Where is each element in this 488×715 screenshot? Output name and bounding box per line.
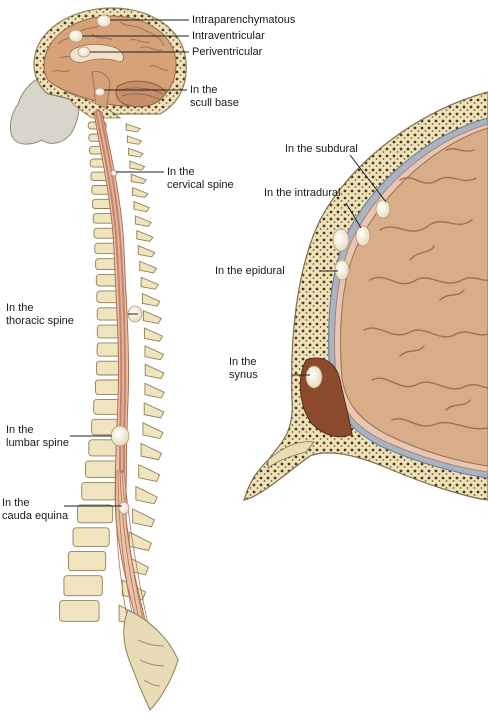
vertebral-body xyxy=(63,575,103,597)
spinous-process xyxy=(143,309,162,324)
lesion-intraventricular xyxy=(68,29,84,43)
label-thoracic-line2: thoracic spine xyxy=(6,315,74,327)
label-skull-base-line1: In the xyxy=(190,84,218,96)
spinous-process xyxy=(136,229,154,242)
lesion-epidural xyxy=(334,259,350,281)
label-synus-line1: In the xyxy=(229,356,257,368)
spinous-process xyxy=(132,508,156,528)
label-cauda-line1: In the xyxy=(2,497,30,509)
cranial-section xyxy=(243,91,488,501)
label-cervical: In the cervical spine xyxy=(167,166,234,192)
vertebral-body xyxy=(85,460,120,479)
label-thoracic: In the thoracic spine xyxy=(6,302,74,328)
vertebrae xyxy=(59,121,165,627)
spinous-process xyxy=(126,135,143,145)
spinal-column xyxy=(59,109,179,711)
lesion-cervical xyxy=(110,169,118,177)
label-synus: In the synus xyxy=(229,356,258,382)
lesion-lumbar xyxy=(110,425,130,447)
label-thoracic-line1: In the xyxy=(6,302,34,314)
vertebral-body xyxy=(81,482,117,501)
lesion-subdural xyxy=(375,199,391,219)
lesion-skull-base xyxy=(94,87,106,97)
lesion-cauda xyxy=(118,501,130,515)
label-cauda-line2: cauda equina xyxy=(2,510,69,522)
label-cervical-line2: cervical spine xyxy=(167,179,234,191)
label-lumbar-line2: lumbar spine xyxy=(6,437,69,449)
spinous-process xyxy=(143,327,164,342)
label-intradural: In the intradural xyxy=(264,187,341,199)
label-synus-line2: synus xyxy=(229,369,258,381)
spinous-process xyxy=(125,123,142,133)
skull-base xyxy=(65,91,122,119)
spinous-process xyxy=(142,422,164,440)
lesions-right xyxy=(305,199,391,389)
label-cauda: In the cauda equina xyxy=(2,497,68,523)
spinous-process xyxy=(130,173,147,185)
spinous-process xyxy=(141,293,161,307)
label-skull-base-line2: scull base xyxy=(190,97,239,109)
spinous-process xyxy=(135,485,158,505)
spinous-process xyxy=(138,463,161,482)
vertebral-body xyxy=(67,550,107,572)
vertebral-body xyxy=(77,504,114,524)
spinous-process xyxy=(140,276,159,290)
label-intraventricular: Intraventricular xyxy=(192,30,265,42)
vertebral-body xyxy=(72,527,110,547)
label-subdural: In the subdural xyxy=(285,143,358,155)
label-cervical-line1: In the xyxy=(167,166,195,178)
spinous-process xyxy=(137,245,156,258)
lesion-periventricular xyxy=(77,46,91,58)
spinous-process xyxy=(139,260,158,274)
spinous-process xyxy=(144,345,165,361)
spinous-process xyxy=(128,147,144,158)
spinous-process xyxy=(144,363,165,380)
label-lumbar: In the lumbar spine xyxy=(6,424,69,450)
sacrum xyxy=(123,609,179,711)
spinous-process xyxy=(134,215,152,227)
vertebral-body xyxy=(59,600,100,622)
lesion-synus xyxy=(305,365,323,389)
spinous-process xyxy=(129,160,146,171)
spinous-process xyxy=(132,187,149,198)
label-intraparenchymatous: Intraparenchymatous xyxy=(192,14,296,26)
lesion-intradural-2 xyxy=(332,228,350,252)
label-epidural: In the epidural xyxy=(215,265,285,277)
spinous-process xyxy=(140,442,163,461)
label-lumbar-line1: In the xyxy=(6,424,34,436)
spinous-process xyxy=(144,382,165,399)
label-periventricular: Periventricular xyxy=(192,46,263,58)
spinous-process xyxy=(133,200,151,213)
label-skull-base: In the scull base xyxy=(190,84,239,110)
lesion-intradural xyxy=(355,225,371,247)
spinous-process xyxy=(143,402,165,419)
leader-lines xyxy=(64,19,387,507)
lesion-intraparenchymatous xyxy=(96,14,112,28)
